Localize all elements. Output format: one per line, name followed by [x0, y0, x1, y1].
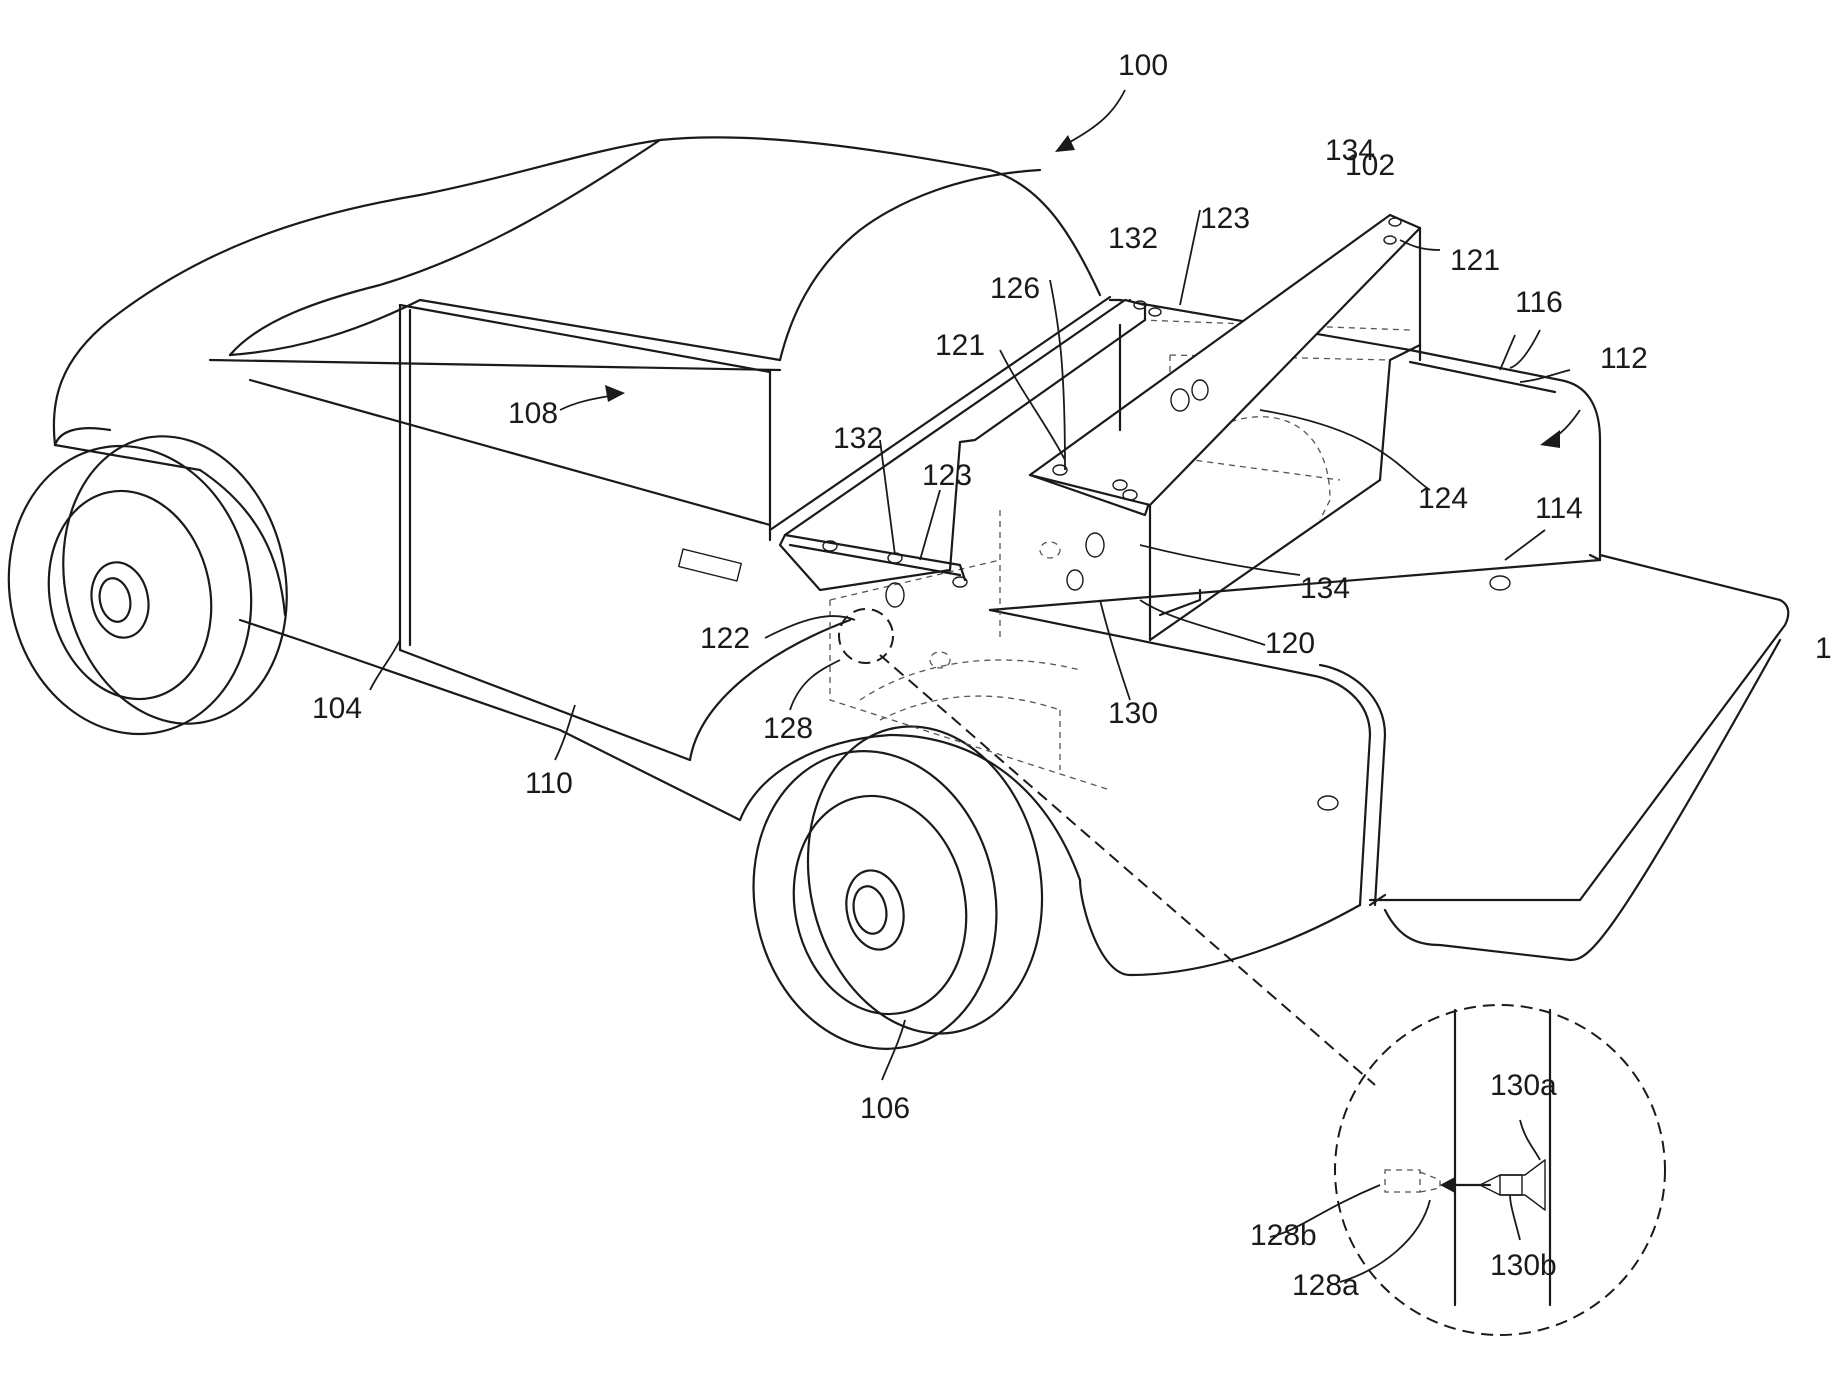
vehicle-body	[52, 136, 1387, 977]
label-106: 106	[860, 1092, 910, 1125]
label-114: 114	[1535, 492, 1583, 525]
label-123-upper: 123	[1200, 202, 1250, 235]
label-134-lower: 134	[1300, 572, 1350, 605]
detail-callout	[838, 608, 1666, 1336]
label-130a: 130a	[1490, 1069, 1557, 1102]
label-104: 104	[312, 692, 362, 725]
label-128a: 128a	[1292, 1269, 1359, 1302]
label-100: 100	[1118, 49, 1168, 82]
battery-assembly	[778, 213, 1422, 642]
label-120: 120	[1265, 627, 1315, 660]
label-124: 124	[1418, 482, 1468, 515]
label-128b: 128b	[1250, 1219, 1317, 1252]
label-116: 116	[1515, 286, 1563, 319]
label-122: 122	[700, 622, 750, 655]
label-102: 102	[1345, 149, 1395, 182]
front-wheel	[7, 435, 288, 736]
label-121-right: 121	[1450, 244, 1500, 277]
label-110: 110	[525, 767, 573, 800]
reference-labels: 100 102 104 106 108 110 112 114 116 1 12…	[312, 49, 1832, 1302]
label-123-lower: 123	[922, 459, 972, 492]
label-132-lower: 132	[833, 422, 883, 455]
leader-lines	[369, 89, 1581, 1283]
label-118-cut: 1	[1815, 632, 1832, 665]
label-134-upper: 134	[1325, 134, 1375, 167]
label-108: 108	[508, 397, 558, 430]
label-112: 112	[1600, 342, 1648, 375]
label-130b: 130b	[1490, 1249, 1557, 1282]
label-128: 128	[763, 712, 813, 745]
label-121-left: 121	[935, 329, 985, 362]
label-130: 130	[1108, 697, 1158, 730]
rear-wheel	[752, 725, 1044, 1050]
label-132-upper: 132	[1108, 222, 1158, 255]
label-126: 126	[990, 272, 1040, 305]
